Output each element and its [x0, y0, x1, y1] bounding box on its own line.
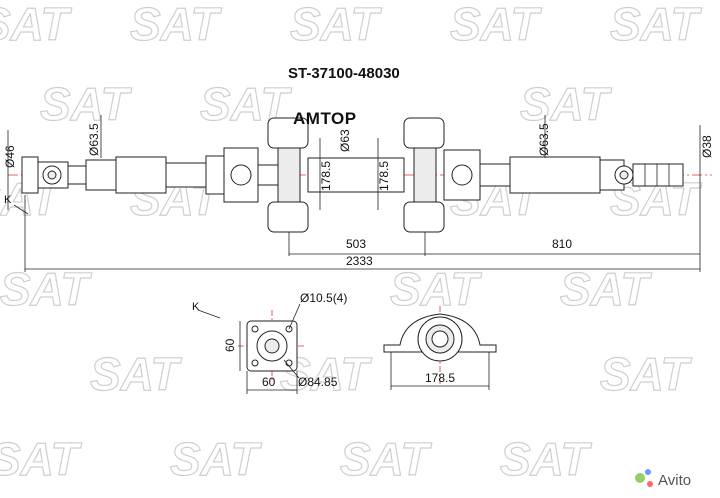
- watermark-text: SAT: [0, 263, 92, 315]
- watermark-text: SAT: [600, 348, 692, 400]
- watermark-text: SAT: [340, 433, 432, 485]
- left-ujoint-center: [47, 170, 57, 180]
- dim-left-tube-diameter: Ø63.5: [87, 123, 101, 156]
- k-marker-flange: K: [192, 301, 200, 313]
- dim-left-end-diameter: Ø46: [3, 145, 17, 168]
- center-flange-1: [205, 155, 225, 195]
- left-tube-start: [85, 159, 117, 191]
- watermark-text: SAT: [500, 433, 592, 485]
- pcd-leader: [283, 359, 300, 379]
- watermark-text: SAT: [0, 433, 82, 485]
- watermark-text: SAT: [0, 0, 72, 50]
- bolt-hole: [251, 325, 259, 333]
- left-tube: [115, 156, 167, 194]
- flange-detail: K Ø10.5(4) 60 60 Ø84.85: [192, 291, 347, 394]
- watermark-text: SAT: [450, 0, 542, 50]
- mid-tube: [307, 157, 405, 193]
- bearing-detail: 178.5: [383, 306, 497, 390]
- right-ujoint-center: [619, 170, 629, 180]
- shaft-joint-1: [257, 164, 279, 186]
- watermark-text: SAT: [90, 348, 182, 400]
- avito-dot-icon: [635, 473, 645, 483]
- avito-dot-icon: [647, 481, 653, 487]
- dim-bearing-width: 178.5: [425, 371, 455, 385]
- ujoint-cap-2: [451, 164, 473, 186]
- dim-flange-height: 60: [223, 338, 237, 352]
- propeller-shaft: [8, 117, 712, 233]
- avito-label: Avito: [658, 472, 691, 489]
- dim-bearing-height-1: 178.5: [319, 161, 333, 191]
- dim-right-end-diameter: Ø38: [700, 135, 714, 158]
- flange-bore: [264, 338, 280, 354]
- bearing-bracket-2-bottom: [403, 201, 445, 233]
- shaft-joint-2: [479, 163, 511, 187]
- watermark-text: SAT: [610, 0, 702, 50]
- dim-right-tube-diameter: Ø63.5: [537, 123, 551, 156]
- bearing-bracket-1-bottom: [267, 201, 309, 233]
- left-slip-yoke: [165, 162, 207, 188]
- watermark-text: SAT: [130, 0, 222, 50]
- bearing-bore: [431, 330, 449, 348]
- avito-badge: Avito: [635, 469, 691, 489]
- left-stub: [67, 165, 87, 185]
- watermark-text: SAT: [170, 433, 262, 485]
- bearing-1: [277, 147, 301, 203]
- bolt-hole: [251, 359, 259, 367]
- avito-dot-icon: [645, 469, 651, 475]
- part-number-title: ST-37100-48030: [288, 65, 400, 82]
- k-leader: [197, 309, 221, 319]
- bearing-2: [413, 147, 437, 203]
- dim-flange-hole: Ø10.5(4): [300, 291, 347, 305]
- dim-flange-width: 60: [262, 375, 276, 389]
- watermark-text: SAT: [290, 0, 382, 50]
- watermark-layer: SAT SAT SAT SAT SAT SAT SAT SAT SAT SAT …: [0, 0, 703, 486]
- bearing-bracket-2-top: [403, 117, 445, 149]
- brand-label: AMTOP: [293, 109, 357, 128]
- watermark-text: SAT: [40, 78, 132, 130]
- dim-total-length: 2333: [346, 254, 373, 268]
- dim-span-mid: 503: [346, 237, 366, 251]
- right-spline-shaft: [632, 163, 684, 187]
- left-flange: [21, 156, 39, 194]
- ujoint-cap-1: [230, 164, 252, 186]
- watermark-text: SAT: [390, 263, 482, 315]
- dim-flange-pcd: Ø84.85: [298, 375, 338, 389]
- dim-mid-tube-diameter: Ø63: [338, 129, 352, 152]
- dim-span-right: 810: [552, 237, 572, 251]
- k-marker-top: K: [4, 194, 12, 206]
- k-leader: [13, 204, 29, 215]
- dim-bearing-height-2: 178.5: [377, 161, 391, 191]
- watermark-text: SAT: [520, 78, 612, 130]
- hole-leader: [288, 303, 301, 330]
- watermark-text: SAT: [560, 263, 652, 315]
- right-tube: [509, 156, 601, 194]
